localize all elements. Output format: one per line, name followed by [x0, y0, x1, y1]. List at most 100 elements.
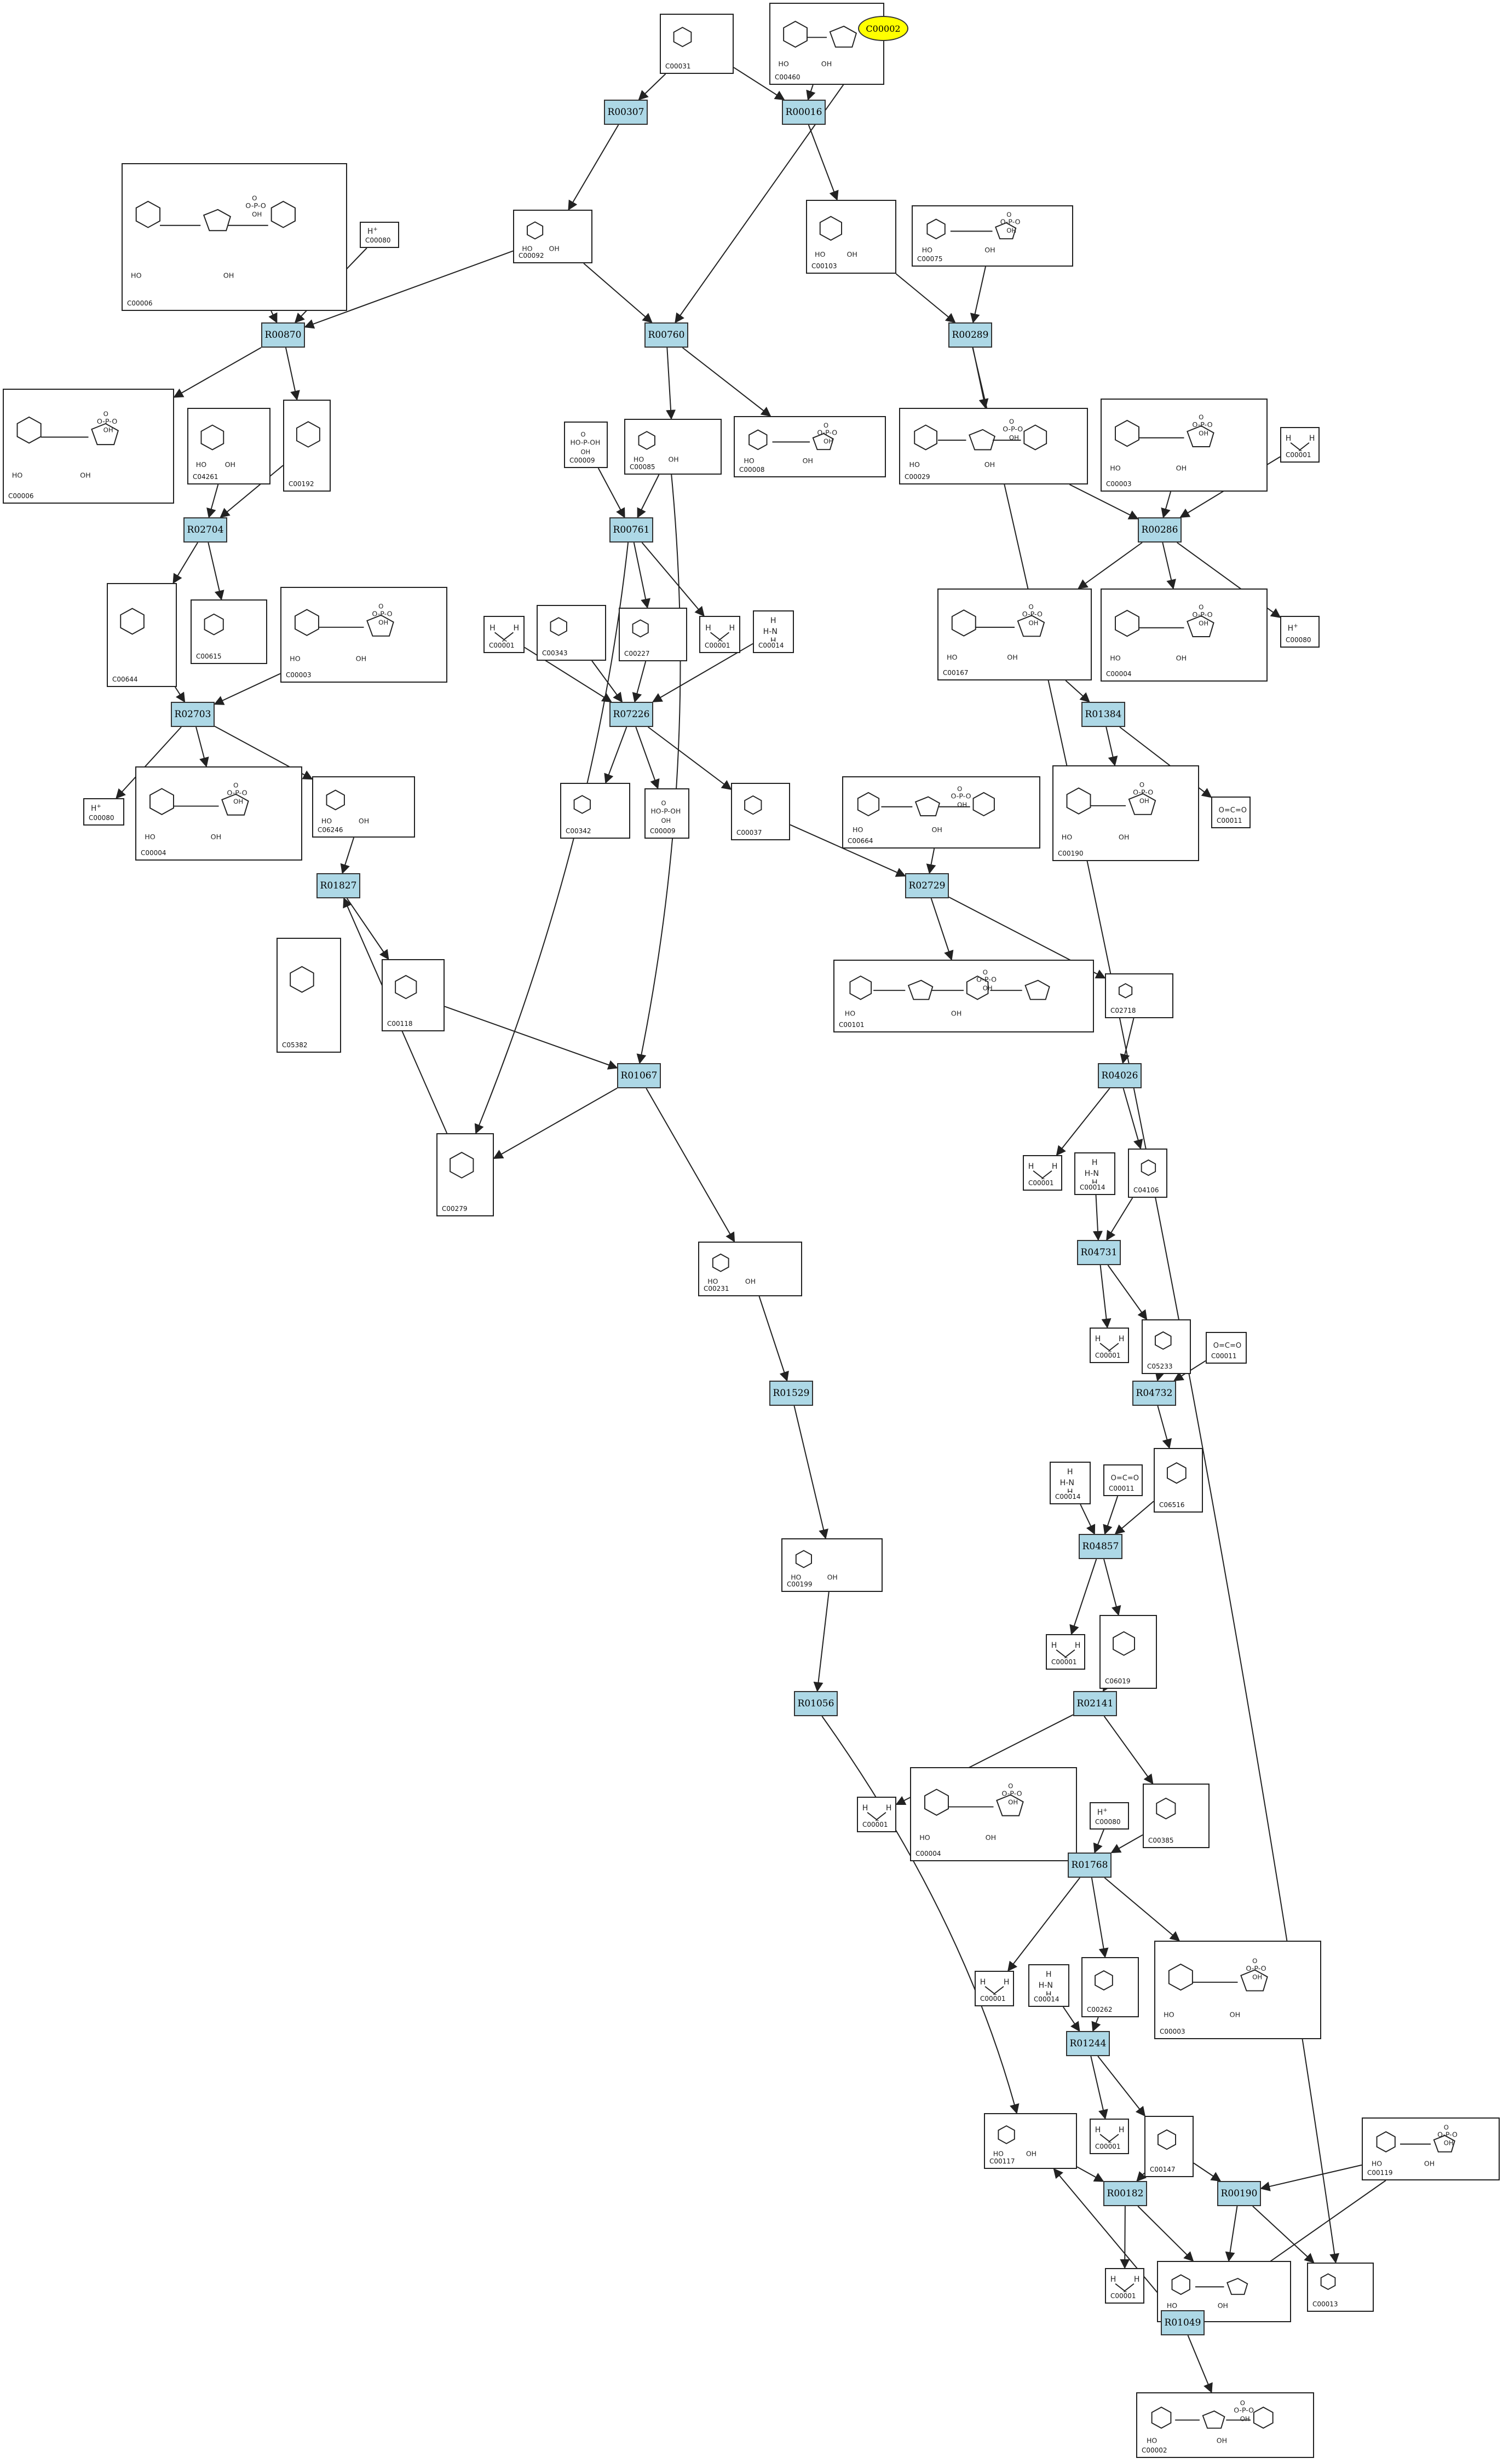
- compound-c00080[interactable]: H+C00080: [1280, 616, 1320, 648]
- compound-c00001[interactable]: HHOC00001: [1105, 2268, 1144, 2304]
- compound-c00147[interactable]: C00147: [1144, 2116, 1194, 2177]
- highlighted-compound-c00002[interactable]: C00002: [858, 16, 908, 41]
- compound-c02718[interactable]: C02718: [1105, 973, 1173, 1018]
- reaction-r00307[interactable]: R00307: [604, 100, 648, 125]
- svg-text:H+: H+: [367, 227, 378, 236]
- compound-id-label: C00118: [387, 1020, 413, 1028]
- compound-c00031[interactable]: C00031: [660, 14, 734, 74]
- reaction-r02141[interactable]: R02141: [1073, 1691, 1117, 1716]
- compound-c00037[interactable]: C00037: [731, 783, 790, 840]
- compound-c06019[interactable]: C06019: [1099, 1615, 1157, 1689]
- compound-c00001[interactable]: HHOC00001: [1023, 1155, 1062, 1191]
- reaction-r02703[interactable]: R02703: [171, 702, 215, 727]
- reaction-r01827[interactable]: R01827: [316, 873, 360, 898]
- reaction-r00289[interactable]: R00289: [948, 322, 992, 348]
- compound-c00001[interactable]: HHOC00001: [1090, 1328, 1129, 1363]
- compound-c00644[interactable]: C00644: [107, 583, 177, 687]
- reaction-r07226[interactable]: R07226: [609, 702, 653, 727]
- compound-c04106[interactable]: C04106: [1128, 1149, 1167, 1198]
- compound-c05382[interactable]: C05382: [277, 938, 341, 1053]
- reaction-r01529[interactable]: R01529: [769, 1381, 813, 1406]
- compound-c00001[interactable]: HHOC00001: [975, 1971, 1014, 2006]
- reaction-r00182[interactable]: R00182: [1103, 2181, 1147, 2206]
- reaction-r00760[interactable]: R00760: [644, 322, 688, 348]
- compound-c00342[interactable]: C00342: [560, 783, 630, 839]
- reaction-r02729[interactable]: R02729: [905, 873, 949, 898]
- compound-c00001[interactable]: HHOC00001: [1280, 427, 1320, 463]
- compound-c00001[interactable]: HHOC00001: [1090, 2119, 1129, 2154]
- compound-c00080[interactable]: H+C00080: [360, 222, 399, 248]
- compound-c00118[interactable]: C00118: [382, 959, 445, 1031]
- compound-c00080[interactable]: H+C00080: [83, 798, 124, 826]
- compound-c00279[interactable]: C00279: [436, 1133, 494, 1216]
- reaction-r04026[interactable]: R04026: [1098, 1063, 1142, 1088]
- compound-c00001[interactable]: HHOC00001: [857, 1797, 896, 1832]
- compound-c00227[interactable]: C00227: [619, 608, 687, 661]
- reaction-r01067[interactable]: R01067: [617, 1063, 661, 1088]
- reaction-r01049[interactable]: R01049: [1161, 2310, 1205, 2335]
- reaction-r04731[interactable]: R04731: [1077, 1240, 1121, 1265]
- compound-c00001[interactable]: HHOC00001: [483, 616, 525, 653]
- compound-c00262[interactable]: C00262: [1081, 1957, 1139, 2017]
- compound-c00001[interactable]: HHOC00001: [1046, 1634, 1085, 1670]
- reaction-r01056[interactable]: R01056: [794, 1691, 838, 1716]
- compound-c00343[interactable]: C00343: [537, 605, 606, 661]
- reaction-r00870[interactable]: R00870: [261, 322, 305, 348]
- edge-c00014c-to-r04857: [1080, 1504, 1096, 1535]
- reaction-r00016[interactable]: R00016: [782, 100, 826, 125]
- compound-c00385[interactable]: C00385: [1143, 1784, 1210, 1848]
- compound-c05233[interactable]: C05233: [1142, 1319, 1191, 1374]
- reaction-r04857[interactable]: R04857: [1079, 1534, 1122, 1559]
- reaction-r00190[interactable]: R00190: [1217, 2181, 1261, 2206]
- compound-c06516[interactable]: C06516: [1154, 1448, 1203, 1513]
- compound-c00192[interactable]: C00192: [283, 400, 331, 492]
- reaction-r04732[interactable]: R04732: [1132, 1381, 1176, 1406]
- reaction-r02704[interactable]: R02704: [183, 517, 227, 543]
- compound-c00080[interactable]: H+C00080: [1090, 1802, 1129, 1830]
- compound-c00013[interactable]: C00013: [1307, 2263, 1374, 2312]
- reaction-r01768[interactable]: R01768: [1068, 1853, 1112, 1878]
- reaction-r01384[interactable]: R01384: [1081, 702, 1125, 727]
- compound-c00615[interactable]: C00615: [191, 599, 267, 664]
- reaction-r01244[interactable]: R01244: [1066, 2031, 1110, 2056]
- reaction-r00761[interactable]: R00761: [609, 517, 653, 543]
- compound-c00001[interactable]: HHOC00001: [699, 616, 740, 653]
- reaction-r00286[interactable]: R00286: [1138, 517, 1182, 543]
